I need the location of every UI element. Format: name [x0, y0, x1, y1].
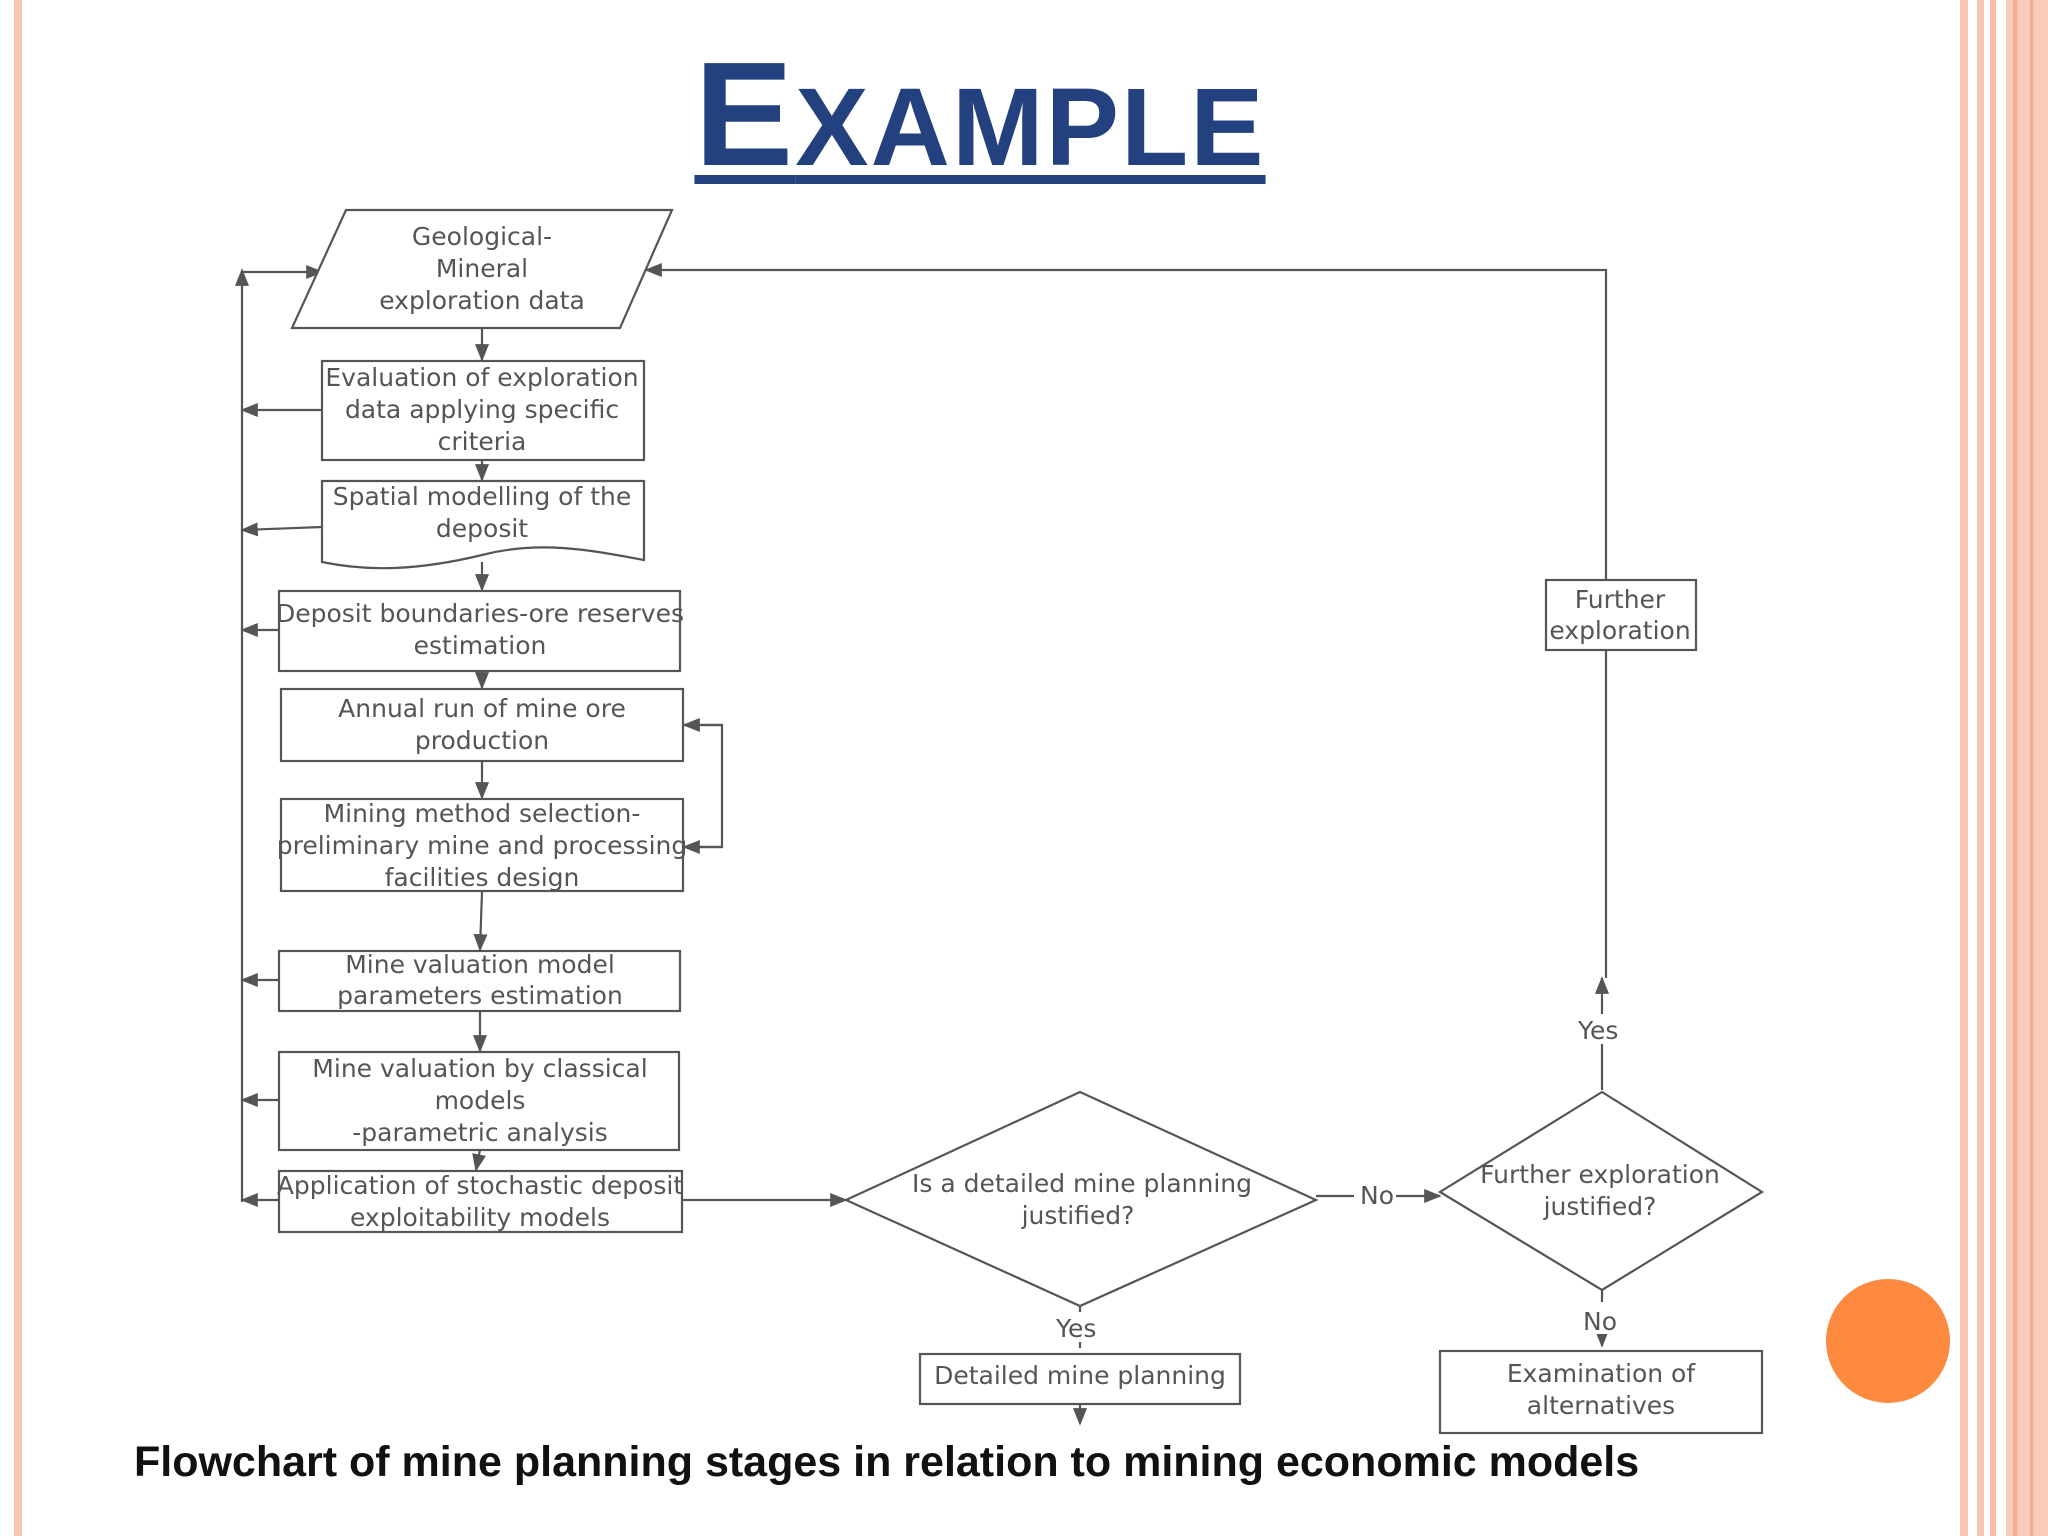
node-text-line: alternatives — [1527, 1391, 1675, 1420]
node-text-line: exploration data — [379, 286, 585, 315]
border-stripe — [1990, 0, 1996, 1536]
border-stripe — [1960, 0, 1968, 1536]
decision-further-exploration: Further exploration justified? — [1437, 1090, 1765, 1292]
node-text-line: -parametric analysis — [352, 1118, 607, 1147]
node-alternatives: Examination of alternatives — [1438, 1349, 1764, 1435]
label-yes: Yes — [1055, 1314, 1096, 1343]
node-text-line: deposit — [436, 514, 528, 543]
node-text-line: models — [435, 1086, 526, 1115]
accent-circle — [1826, 1279, 1950, 1403]
node-stochastic-models: Application of stochastic deposit exploit… — [277, 1169, 684, 1234]
svg-text:Mining method selection-prelim: Mining method selection-preliminary mine… — [277, 799, 688, 892]
border-stripe — [14, 0, 22, 1536]
node-geological-data: Geological- Mineral exploration data — [290, 208, 674, 330]
slide-caption: Flowchart of mine planning stages in rel… — [134, 1438, 1640, 1486]
connectors — [234, 262, 1610, 1426]
node-text-line: exploration — [1549, 616, 1690, 645]
node-spatial-modelling: Spatial modelling of the deposit — [320, 479, 646, 570]
node-text-line: Mining method selection- — [324, 799, 641, 828]
node-text-line: Mine valuation by classical — [312, 1054, 647, 1083]
node-text-line: Spatial modelling of the — [333, 482, 632, 511]
node-text-line: Evaluation of exploration — [325, 363, 638, 392]
decision-detailed-planning: Is a detailed mine planning justified? — [843, 1090, 1319, 1308]
node-text-line: justified? — [1021, 1201, 1135, 1230]
slide-title: EXAMPLE — [0, 30, 1960, 200]
svg-text:Application of stochastic dep: Application of stochastic deposit exploit… — [277, 1171, 684, 1232]
node-detailed-planning: Detailed mine planning — [918, 1352, 1242, 1406]
node-text-line: Application of stochastic deposit — [277, 1171, 684, 1200]
node-text-line: criteria — [438, 427, 527, 456]
node-text-line: Annual run of mine ore — [338, 694, 626, 723]
node-text-line: data applying specific — [345, 395, 619, 424]
node-text-line: parameters estimation — [337, 981, 623, 1010]
border-stripe — [2030, 0, 2033, 1536]
node-classical-models: Mine valuation by classical models -parame… — [277, 1050, 681, 1152]
node-deposit-boundaries: Deposit boundaries-ore reserves estimatio… — [276, 589, 684, 673]
border-stripe — [1977, 0, 1984, 1536]
label-no: No — [1360, 1181, 1394, 1210]
node-text-line: Examination of — [1507, 1359, 1697, 1388]
node-text-line: Further — [1575, 585, 1666, 614]
node-text-line: preliminary mine and processing — [277, 831, 688, 860]
svg-text:Detailed mine planning: Detailed mine planning — [934, 1361, 1226, 1390]
node-text-line: Further exploration — [1480, 1160, 1720, 1189]
node-text-line: Mineral — [436, 254, 528, 283]
node-text-line: Detailed mine planning — [934, 1361, 1226, 1390]
title-initial: E — [694, 32, 796, 197]
node-text-line: justified? — [1543, 1192, 1657, 1221]
node-evaluation: Evaluation of exploration data applying s… — [320, 359, 646, 462]
svg-text:Deposit boundaries-ore reserve: Deposit boundaries-ore reserves estimatio… — [276, 599, 684, 660]
node-text-line: Deposit boundaries-ore reserves — [276, 599, 684, 628]
node-text-line: production — [415, 726, 549, 755]
label-no: No — [1583, 1307, 1617, 1336]
node-mining-method: Mining method selection-preliminary mine… — [277, 797, 688, 893]
title-rest: XAMPLE — [795, 66, 1266, 189]
node-text-line: Is a detailed mine planning — [912, 1169, 1252, 1198]
label-yes: Yes — [1577, 1016, 1618, 1045]
border-stripe — [2013, 0, 2017, 1536]
node-annual-production: Annual run of mine ore production — [279, 687, 685, 763]
node-text-line: estimation — [414, 631, 547, 660]
node-text-line: facilities design — [385, 863, 580, 892]
node-text-line: Geological- — [412, 222, 552, 251]
node-text-line: Mine valuation model — [345, 950, 615, 979]
node-text-line: exploitability models — [350, 1203, 610, 1232]
